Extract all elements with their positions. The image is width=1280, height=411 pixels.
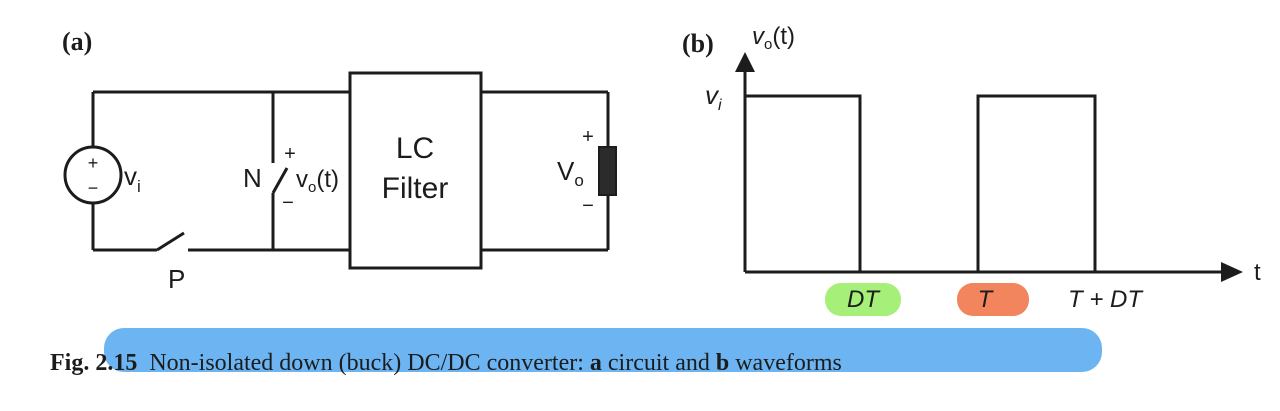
panel-b-label: (b) [682, 29, 714, 58]
tick-label-dt: DT [847, 286, 881, 313]
switch-n-vo-label: vo(t) [296, 166, 339, 196]
switch-n-minus: − [282, 192, 294, 214]
switch-n-plus: + [284, 143, 296, 165]
source-plus: + [88, 153, 99, 173]
panel-a-circuit: (a) + − vi P [62, 27, 617, 294]
x-axis-label: t [1254, 259, 1261, 286]
source-circle [63, 145, 123, 205]
vi-level-label: vi [705, 80, 722, 114]
voltage-source: + − vi [63, 145, 141, 205]
switch-p-label: P [168, 264, 185, 294]
load-minus: − [582, 195, 594, 217]
load-vo-label: Vo [557, 156, 584, 190]
switch-n-blade [271, 167, 289, 194]
source-label: vi [124, 161, 141, 196]
y-axis-label: vo(t) [752, 23, 795, 53]
lc-filter-line1: LC [396, 132, 434, 165]
t-highlight [957, 283, 1029, 316]
tick-label-t-plus-dt: T + DT [1068, 286, 1144, 313]
panel-b-waveform: (b) vo(t) t vi DT T T + DT [682, 23, 1261, 316]
y-axis-arrow [735, 52, 755, 72]
tick-label-t: T [978, 286, 995, 313]
source-minus: − [88, 178, 99, 198]
caption-prefix: Fig. 2.15 [50, 350, 137, 376]
load-body [598, 146, 617, 196]
pulse-2 [976, 94, 1097, 272]
lc-filter-block: LC Filter [348, 71, 483, 270]
switch-p: P [156, 231, 185, 294]
load-plus: + [582, 126, 594, 148]
switch-p-blade [156, 231, 185, 252]
circuit-wires [91, 90, 610, 252]
lc-filter-box [348, 71, 483, 270]
panel-a-label: (a) [62, 27, 92, 56]
caption-highlight [104, 328, 1102, 372]
dt-highlight [825, 283, 901, 316]
switch-n-label: N [243, 163, 262, 193]
lc-filter-line2: Filter [382, 172, 449, 205]
switch-n: N + − vo(t) [243, 143, 339, 214]
load-resistor: + − Vo [557, 126, 617, 217]
x-axis-arrow [1221, 262, 1243, 282]
pulse-1 [743, 94, 862, 272]
